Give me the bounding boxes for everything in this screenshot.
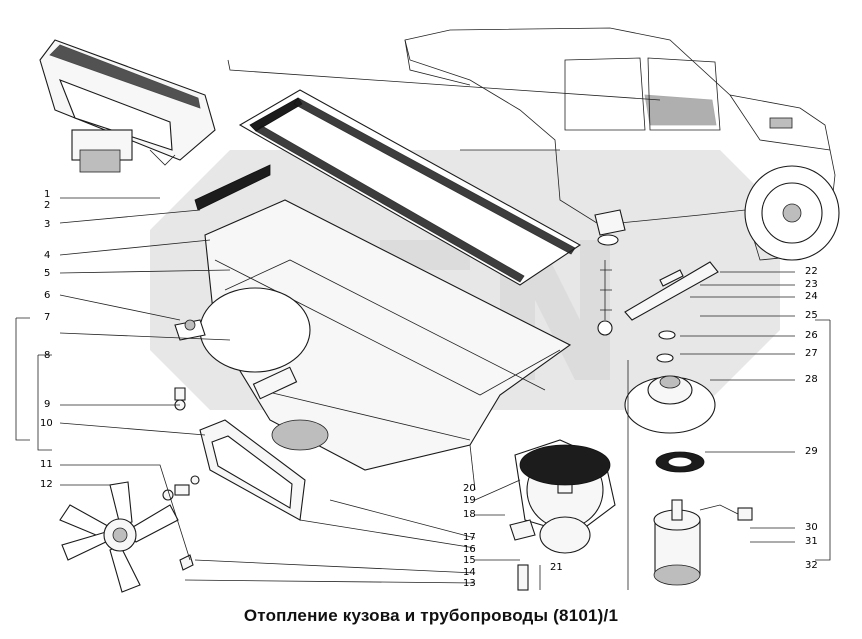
slotted-panel	[194, 89, 582, 286]
diagram-caption: Отопление кузова и трубопроводы (8101)/1	[243, 606, 619, 625]
callout-24: 24	[805, 291, 818, 302]
heater-radiator	[39, 39, 216, 173]
callout-5: 5	[44, 268, 51, 279]
callout-28: 28	[805, 374, 818, 385]
callout-14: 14	[463, 567, 476, 578]
callout-31: 31	[805, 536, 818, 547]
mounting-flange	[624, 375, 716, 434]
callout-25: 25	[805, 310, 818, 321]
callout-18: 18	[463, 509, 476, 520]
callout-8: 8	[44, 350, 51, 361]
callout-27: 27	[805, 348, 818, 359]
gasket	[655, 451, 705, 473]
callout-3: 3	[44, 219, 51, 230]
leader-lines	[15, 59, 831, 590]
heater-housing	[174, 199, 572, 471]
callout-29: 29	[805, 446, 818, 457]
callout-10: 10	[40, 418, 53, 429]
callout-1: 1	[44, 189, 51, 200]
callout-9: 9	[44, 399, 51, 410]
callout-20: 20	[463, 483, 476, 494]
callout-16: 16	[463, 544, 476, 555]
callout-30: 30	[805, 522, 818, 533]
grille-panel	[199, 419, 306, 521]
callout-15: 15	[463, 555, 476, 566]
electric-motor	[653, 499, 753, 586]
valve-parts	[594, 209, 719, 363]
callout-4: 4	[44, 250, 51, 261]
callout-12: 12	[40, 479, 53, 490]
callout-7: 7	[44, 312, 51, 323]
callout-13: 13	[463, 578, 476, 589]
callout-32: 32	[805, 560, 818, 571]
callout-22: 22	[805, 266, 818, 277]
callout-11: 11	[40, 459, 53, 470]
callout-26: 26	[805, 330, 818, 341]
callout-19: 19	[463, 495, 476, 506]
callout-23: 23	[805, 279, 818, 290]
callout-21: 21	[550, 562, 563, 573]
callout-2: 2	[44, 200, 51, 211]
blower-motor	[509, 439, 616, 591]
callout-6: 6	[44, 290, 51, 301]
callout-17: 17	[463, 532, 476, 543]
vehicle-outline	[404, 27, 840, 261]
small-fasteners	[162, 387, 200, 571]
fan-impeller	[59, 481, 179, 593]
